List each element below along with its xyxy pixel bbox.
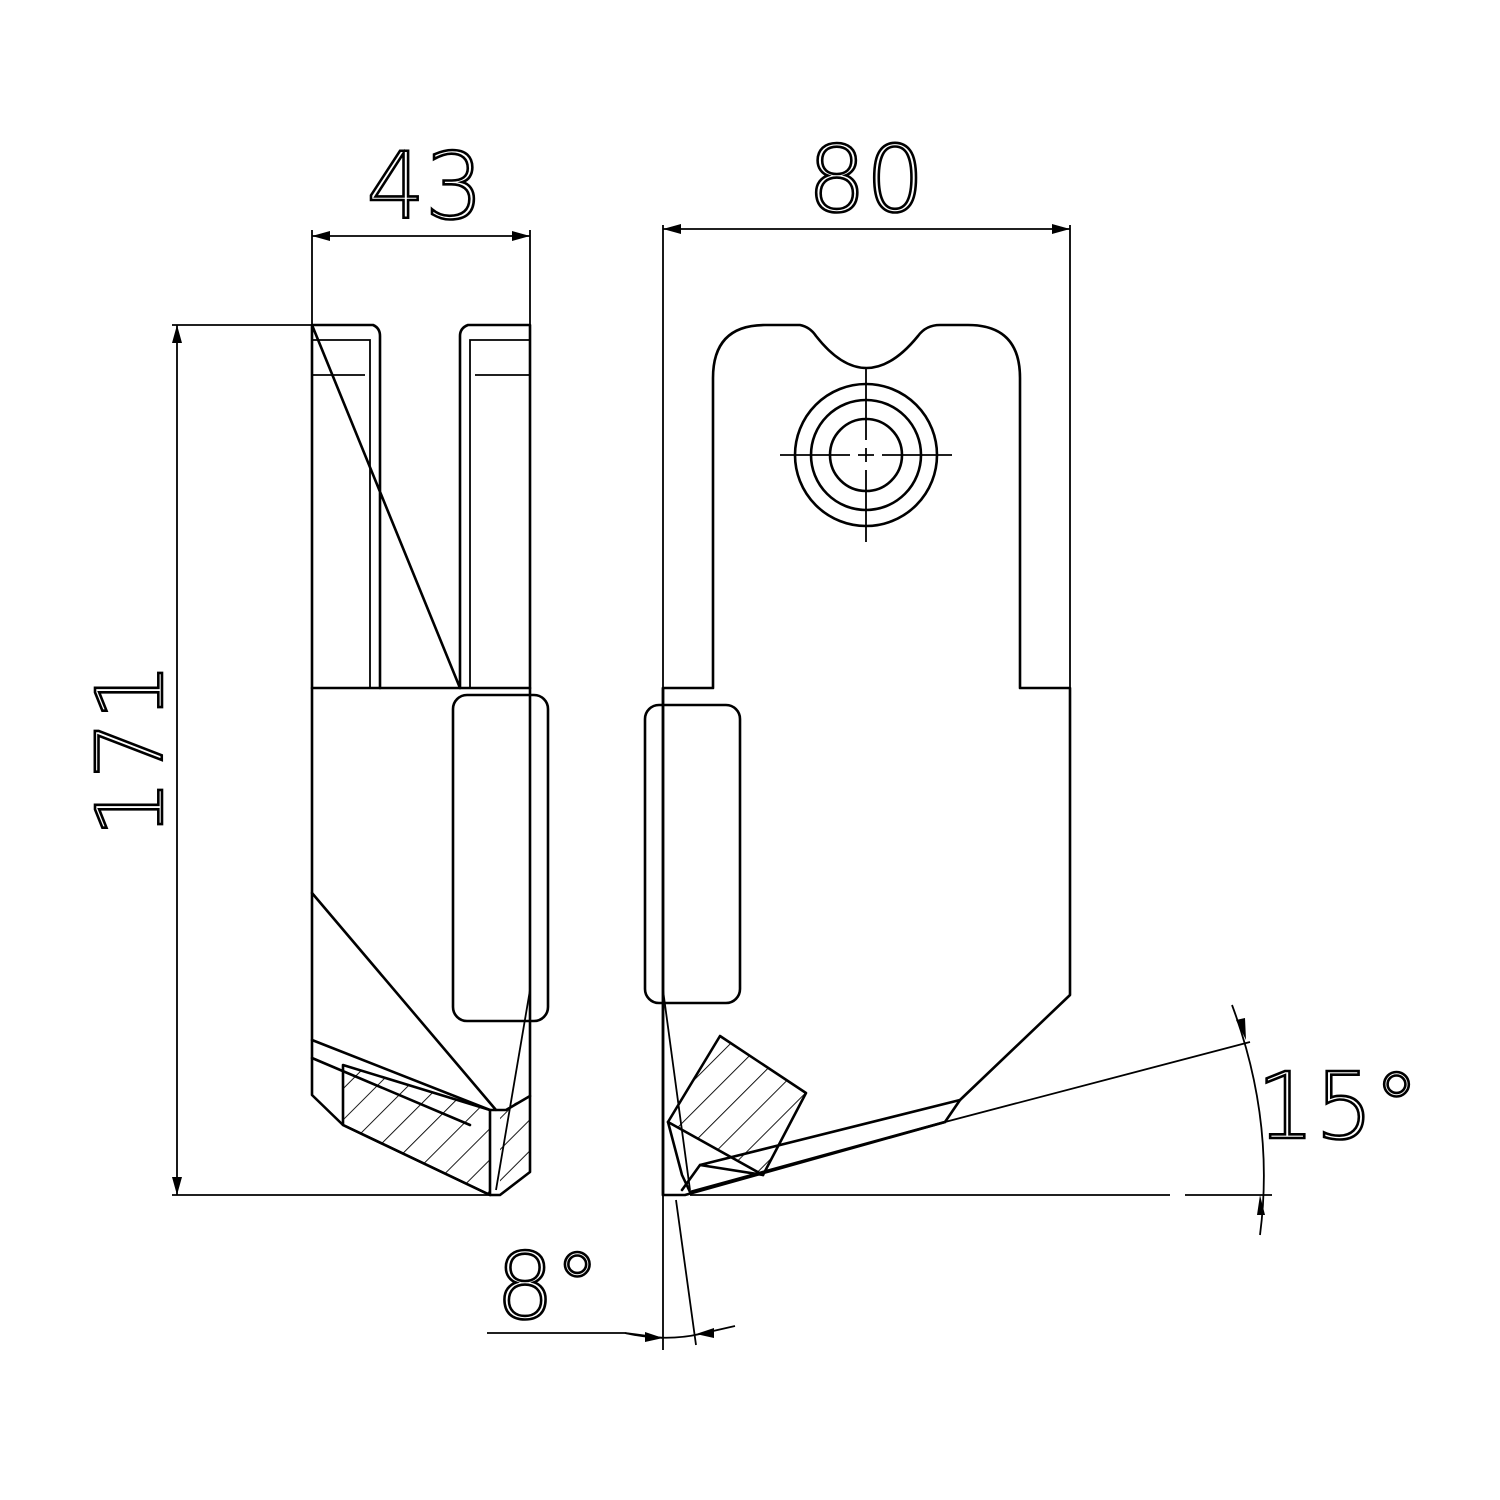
dim-rake-lines: [690, 1041, 1272, 1196]
side-insert-hatch: [343, 1065, 490, 1195]
dim-clearance-angle-label: 8°: [496, 1233, 601, 1340]
side-view: [310, 323, 550, 1197]
dimension-lines: [172, 224, 1272, 1350]
dim-rake-arc: [1231, 1004, 1265, 1236]
side-edge-line: [495, 989, 531, 1191]
front-view: [643, 323, 1072, 1197]
front-view-outline: [661, 323, 1072, 1197]
dim-height-line: [172, 324, 490, 1196]
dim-clearance-arc: [624, 1325, 736, 1339]
dim-front-width-line: [662, 225, 1071, 688]
front-clamp-pad: [643, 703, 742, 1005]
dim-front-width-label: 80: [807, 126, 924, 233]
hole-centerlines: [780, 368, 952, 542]
side-clamp-pad: [451, 693, 550, 1023]
clearance-edge: [662, 989, 691, 1191]
front-insert-hatch: [668, 1036, 806, 1175]
side-slot-lines: [312, 339, 530, 688]
dim-rake-angle-label: 15°: [1256, 1053, 1419, 1160]
side-chamfer: [310, 891, 532, 1127]
front-tip: [666, 1098, 962, 1194]
dim-clearance-arrows: [645, 1328, 714, 1342]
dim-height-label: 171: [77, 662, 184, 838]
dim-side-width-label: 43: [366, 133, 483, 240]
dim-side-width-line: [311, 230, 531, 325]
